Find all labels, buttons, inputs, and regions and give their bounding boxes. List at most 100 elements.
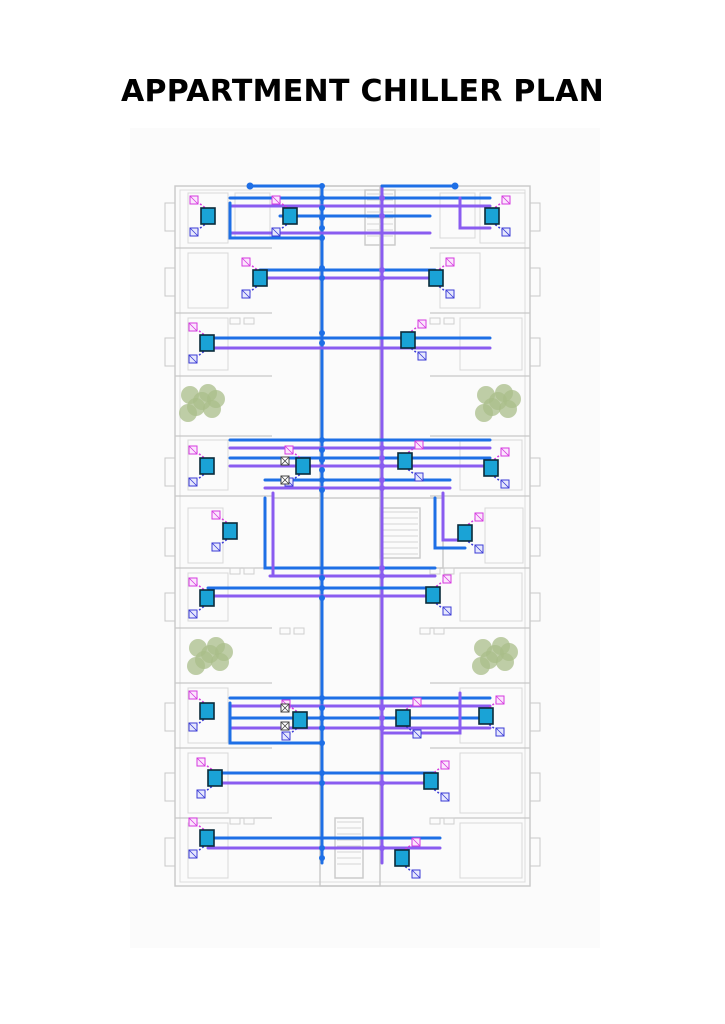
fan-coil-unit-body — [484, 207, 500, 225]
fan-coil-unit-body — [199, 702, 215, 720]
valve-node — [319, 330, 325, 336]
fan-coil-unit-body — [397, 452, 413, 470]
valve-node — [319, 575, 325, 581]
supply-diffuser-mark — [189, 195, 199, 205]
air-distribution-set — [188, 690, 208, 732]
return-grille-mark — [474, 544, 484, 554]
landscape-planter — [472, 637, 518, 675]
balcony — [529, 267, 541, 297]
fan-coil-unit-icon — [478, 707, 494, 725]
air-distribution-set — [490, 447, 510, 489]
fan-coil-unit-body — [483, 459, 499, 477]
landscape-planter — [475, 384, 521, 422]
thermostat-mark — [280, 475, 290, 485]
stair-core — [379, 507, 421, 559]
air-distribution-set — [430, 760, 450, 802]
fixture — [243, 817, 255, 825]
supply-diffuser-mark — [188, 445, 198, 455]
air-distribution-set — [188, 577, 208, 619]
valve-node — [379, 213, 385, 219]
planter-foliage — [472, 657, 490, 675]
return-drop — [380, 691, 462, 735]
supply-diffuser-mark — [495, 695, 505, 705]
valve-node — [379, 845, 385, 851]
fixture — [443, 567, 455, 575]
floor-plan-drawing — [130, 128, 600, 948]
thermostat-icon — [280, 456, 290, 466]
fan-coil-unit-icon — [394, 849, 410, 867]
return-grille-mark — [440, 792, 450, 802]
air-distribution-set — [241, 257, 261, 299]
fan-coil-unit-icon — [423, 772, 439, 790]
fan-coil-unit-icon — [207, 769, 223, 787]
return-grille-mark — [196, 789, 206, 799]
valve-node — [319, 845, 325, 851]
balcony — [164, 337, 176, 367]
valve-node — [319, 275, 325, 281]
air-distribution-set — [211, 510, 231, 552]
supply-loop — [263, 496, 324, 570]
return-grille-mark — [442, 606, 452, 616]
thermostat-mark — [280, 721, 290, 731]
air-distribution-set — [491, 195, 511, 237]
valve-node — [319, 477, 325, 483]
fan-coil-unit-icon — [400, 331, 416, 349]
air-distribution-set — [188, 322, 208, 364]
planter-foliage — [207, 390, 225, 408]
fixture — [419, 627, 431, 635]
balcony — [164, 772, 176, 802]
inner-wall — [179, 189, 526, 883]
chiller-floor-plan — [130, 128, 600, 948]
building-walls — [164, 185, 541, 887]
return-grille-mark — [188, 354, 198, 364]
valve-node — [319, 215, 325, 221]
valve-node — [319, 725, 325, 731]
fixture — [429, 317, 441, 325]
fan-coil-unit-body — [457, 524, 473, 542]
fan-coil-unit-icon — [199, 457, 215, 475]
planter-foliage — [503, 390, 521, 408]
supply-diffuser-mark — [271, 195, 281, 205]
planter-foliage — [475, 404, 493, 422]
valve-node — [379, 485, 385, 491]
supply-diffuser-mark — [417, 319, 427, 329]
valve-node — [379, 445, 385, 451]
planter-foliage — [187, 657, 205, 675]
supply-diffuser-mark — [414, 440, 424, 450]
fan-coil-unit-icon — [425, 586, 441, 604]
fan-coil-unit-body — [222, 522, 238, 540]
balcony — [164, 527, 176, 557]
fan-coil-unit-icon — [199, 334, 215, 352]
room-outline — [439, 192, 476, 239]
valve-node — [319, 705, 325, 711]
landscape-planter — [179, 384, 225, 422]
return-grille-mark — [188, 609, 198, 619]
valve-node — [379, 725, 385, 731]
fixture — [279, 627, 291, 635]
air-distribution-set — [189, 195, 209, 237]
air-distribution-set — [407, 319, 427, 361]
balcony — [529, 337, 541, 367]
return-grille-mark — [501, 227, 511, 237]
fan-coil-unit-icon — [199, 702, 215, 720]
return-grille-mark — [188, 477, 198, 487]
valve-node — [319, 437, 325, 443]
balcony — [529, 837, 541, 867]
planter-foliage — [201, 645, 219, 663]
air-distribution-set — [271, 195, 291, 237]
air-distribution-set — [432, 574, 452, 616]
fixture — [243, 317, 255, 325]
valve-node — [379, 477, 385, 483]
supply-diffuser-mark — [241, 257, 251, 267]
supply-diffuser-mark — [196, 757, 206, 767]
supply-drop — [228, 701, 324, 745]
supply-diffuser-mark — [445, 257, 455, 267]
planter-foliage — [179, 404, 197, 422]
air-distribution — [188, 195, 511, 879]
valve-node — [319, 695, 325, 701]
valve-node — [379, 195, 385, 201]
room-outline — [187, 192, 229, 244]
fixture — [429, 817, 441, 825]
supply-diffuser-mark — [440, 760, 450, 770]
fan-coil-unit-icon — [397, 452, 413, 470]
